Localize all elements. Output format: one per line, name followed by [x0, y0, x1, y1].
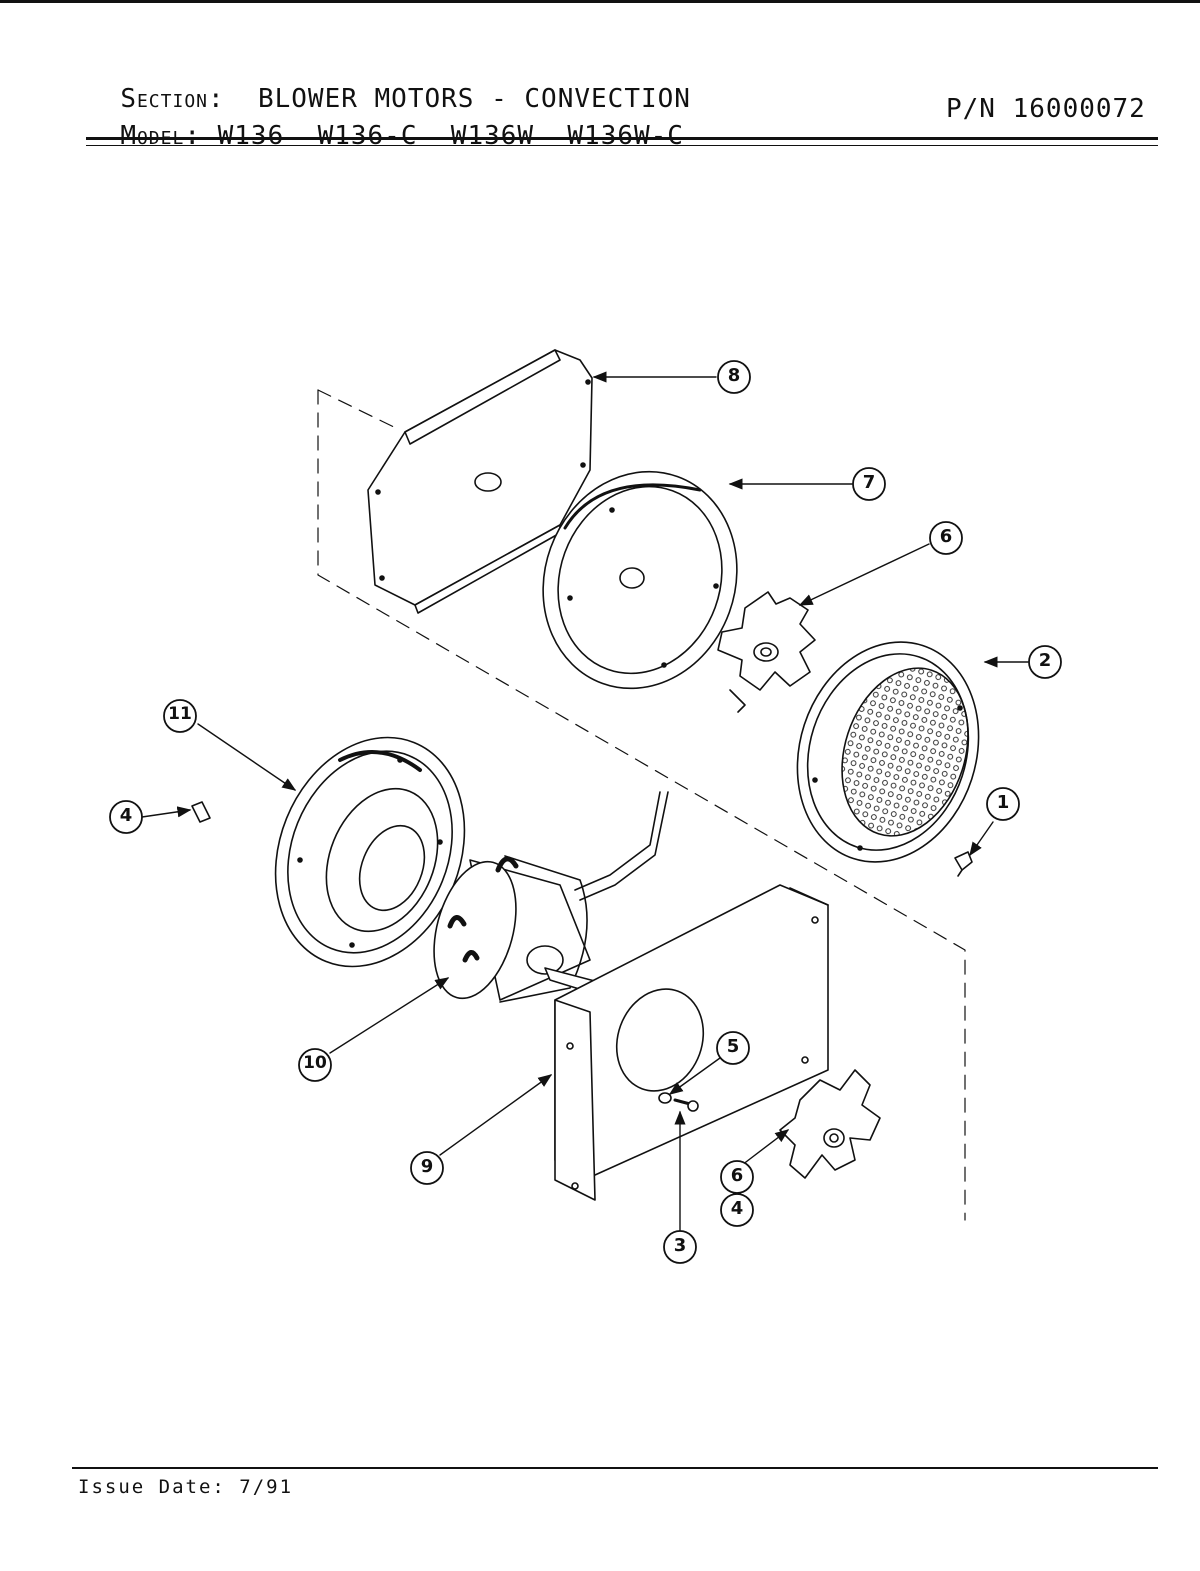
model-2: W136W	[450, 121, 535, 151]
section-header: Section: BLOWER MOTORS - CONVECTION	[87, 54, 691, 114]
section-label: Section:	[120, 84, 225, 114]
callout-6-lower: 6	[730, 1165, 744, 1186]
callout-5: 5	[726, 1036, 740, 1057]
part-1	[954, 851, 973, 877]
part-7	[542, 470, 738, 690]
model-3: W136W-C	[567, 121, 684, 151]
callout-6-upper: 6	[939, 526, 953, 547]
callout-11: 11	[168, 704, 192, 724]
part-2	[796, 641, 980, 863]
model-header: Model: W136 W136-C W136W W136W-C	[87, 91, 684, 151]
part-5	[658, 1092, 672, 1104]
part-6	[717, 591, 816, 713]
callout-8: 8	[727, 365, 741, 386]
part-6-lower	[779, 1069, 881, 1179]
header-rule-thick	[86, 137, 1158, 140]
callout-10: 10	[303, 1053, 327, 1073]
callout-4-left: 4	[119, 805, 133, 826]
part-number: P/N 16000072	[946, 94, 1146, 124]
model-label: Model:	[120, 121, 201, 151]
top-border	[0, 0, 1200, 3]
callout-2: 2	[1038, 650, 1052, 671]
part-8	[367, 349, 593, 614]
callout-1: 1	[996, 792, 1010, 813]
callout-7: 7	[862, 472, 876, 493]
part-10	[433, 791, 669, 1003]
header-rule-thin	[86, 145, 1158, 146]
part-4	[191, 801, 211, 823]
part-3	[673, 1098, 699, 1112]
issue-date: Issue Date: 7/91	[78, 1476, 294, 1498]
model-1: W136-C	[317, 121, 418, 151]
model-0: W136	[217, 121, 285, 151]
callout-circles	[109, 360, 1062, 1264]
callout-9: 9	[420, 1156, 434, 1177]
callout-3: 3	[673, 1235, 687, 1256]
callout-4-lower: 4	[730, 1198, 744, 1219]
leader-lines	[141, 371, 1029, 1232]
wall-dashed-outline	[317, 389, 966, 1221]
part-9	[554, 884, 829, 1201]
footer-rule	[72, 1467, 1158, 1469]
section-title: BLOWER MOTORS - CONVECTION	[257, 84, 691, 114]
